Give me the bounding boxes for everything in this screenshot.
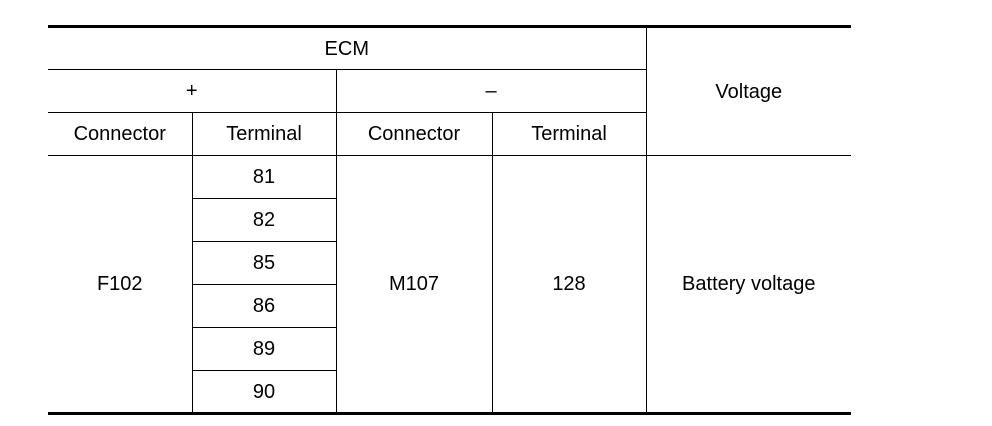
header-plus: + bbox=[48, 69, 337, 113]
minus-connector-cell: M107 bbox=[335, 155, 493, 415]
minus-terminal-cell: 128 bbox=[491, 155, 647, 415]
plus-terminal-cell: 85 bbox=[191, 241, 337, 285]
header-plus-terminal: Terminal bbox=[191, 112, 337, 156]
header-ecm: ECM bbox=[48, 25, 647, 70]
plus-terminal-cell: 82 bbox=[191, 198, 337, 242]
header-voltage: Voltage bbox=[645, 25, 852, 156]
header-plus-connector: Connector bbox=[48, 112, 193, 156]
ecm-voltage-table: ECM Voltage + – Connector Terminal Conne… bbox=[48, 25, 852, 415]
plus-terminal-cell: 86 bbox=[191, 284, 337, 328]
header-minus-terminal: Terminal bbox=[491, 112, 647, 156]
plus-connector-cell: F102 bbox=[48, 155, 193, 415]
plus-terminal-cell: 89 bbox=[191, 327, 337, 371]
header-minus: – bbox=[335, 69, 647, 113]
plus-terminal-cell: 90 bbox=[191, 370, 337, 415]
header-minus-connector: Connector bbox=[335, 112, 493, 156]
voltage-cell: Battery voltage bbox=[645, 155, 852, 415]
plus-terminal-cell: 81 bbox=[191, 155, 337, 199]
